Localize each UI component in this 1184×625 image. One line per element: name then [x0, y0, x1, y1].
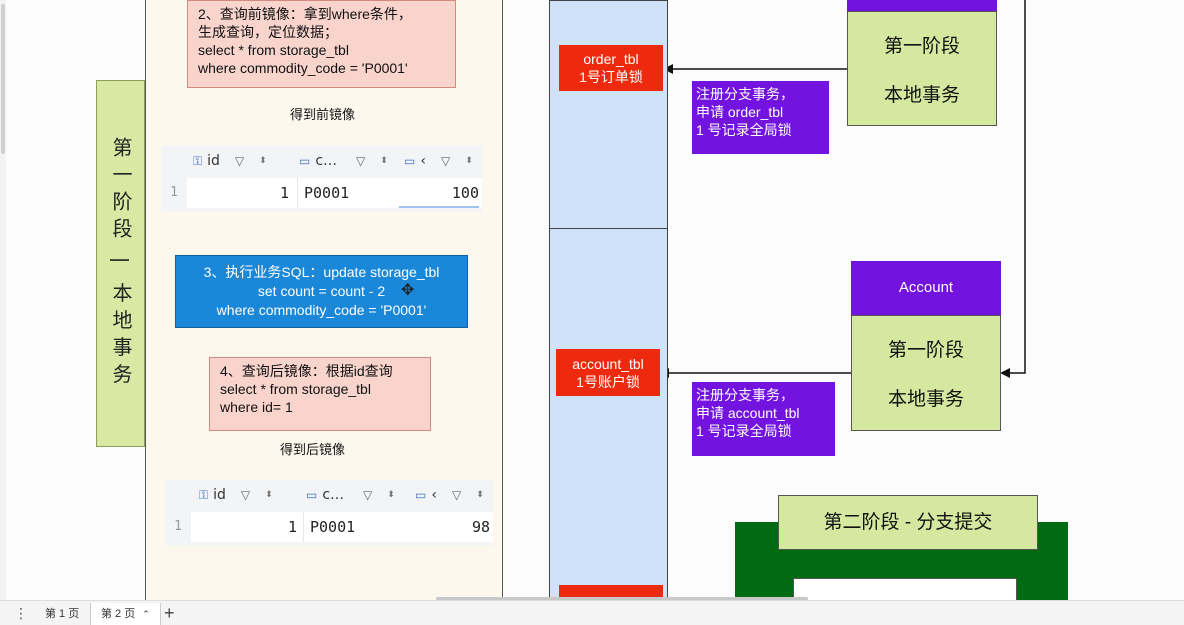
left-scrollbar[interactable]: [0, 0, 6, 600]
tab-page-1[interactable]: 第 1 页: [35, 603, 89, 625]
step4-line: 4、查询后镜像：根据id查询: [220, 363, 393, 379]
order-lock-table: order_tbl: [583, 51, 639, 67]
phase2-inner-box: [793, 578, 1017, 600]
account-register-box: 注册分支事务， 申请 account_tbl 1 号记录全局锁: [692, 382, 835, 456]
step2-line: 生成查询，定位数据；: [198, 24, 338, 40]
table-row[interactable]: 1 P0001 100: [187, 178, 482, 208]
after-image-table: ⚿ id ▽ ⬍ ▭ c… ▽ ⬍ ▭ ‹ ▽ ⬍ 1 1 P0001 98: [165, 480, 493, 546]
cell-id[interactable]: 1: [287, 518, 297, 536]
before-image-table: ⚿ id ▽ ⬍ ▭ c… ▽ ⬍ ▭ ‹ ▽ ⬍ 1 1 P0001 100: [161, 146, 482, 212]
column-header-id[interactable]: ⚿ id ▽ ⬍: [199, 487, 273, 503]
column-header-count[interactable]: ▭ ‹ ▽ ⬍: [415, 487, 484, 503]
step2-box: 2、查询前镜像：拿到where条件， 生成查询，定位数据； select * f…: [187, 0, 456, 88]
column-header-count[interactable]: ▭ ‹ ▽ ⬍: [404, 153, 473, 169]
step3-line: where commodity_code = 'P0001': [216, 302, 427, 318]
connector-order-to-account: [1000, 0, 1026, 378]
account-register-line: 注册分支事务，: [696, 387, 794, 403]
storage-lock-box-partial: [559, 585, 663, 600]
filter-icon[interactable]: ▽: [363, 488, 373, 502]
account-register-line: 申请 account_tbl: [696, 405, 800, 421]
label-after-image: 得到后镜像: [280, 442, 346, 457]
order-register-line: 申请 order_tbl: [696, 104, 784, 120]
order-service-header-partial: [847, 0, 997, 11]
account-phase1-title: 第一阶段: [887, 340, 964, 361]
row-number: 1: [174, 519, 182, 534]
cell-count[interactable]: 98: [471, 518, 490, 536]
horizontal-scrollbar-thumb[interactable]: [436, 597, 808, 601]
order-phase1-subtitle: 本地事务: [883, 84, 960, 106]
filter-icon[interactable]: ▽: [240, 488, 251, 502]
diagram-canvas: 第一阶段 | 本地事务 2、查询前镜像：拿到where条件， 生成查询，定位数据…: [0, 0, 1068, 600]
filter-icon[interactable]: ▽: [356, 154, 366, 168]
left-scrollbar-thumb[interactable]: [1, 4, 5, 154]
account-phase1-subtitle: 本地事务: [887, 389, 964, 410]
page-tab-bar: [0, 600, 1184, 625]
chevron-up-icon[interactable]: ⌃: [142, 609, 150, 619]
filter-icon[interactable]: ▽: [234, 154, 245, 168]
column-icon: ▭: [299, 154, 311, 168]
step2-line: select * from storage_tbl: [198, 42, 349, 58]
cell-count[interactable]: 100: [399, 178, 479, 208]
sort-icon[interactable]: ⬍: [465, 156, 473, 166]
more-options-icon[interactable]: ⋮: [14, 605, 28, 621]
column-header-code[interactable]: ▭ c… ▽ ⬍: [299, 153, 388, 169]
sort-icon[interactable]: ⬍: [380, 156, 388, 166]
key-column-icon: ⚿: [193, 153, 203, 168]
row-number: 1: [170, 185, 178, 200]
column-header-id[interactable]: ⚿ id ▽ ⬍: [193, 153, 267, 169]
sort-icon[interactable]: ⬍: [259, 156, 267, 166]
table-header: ⚿ id ▽ ⬍ ▭ c… ▽ ⬍ ▭ ‹ ▽ ⬍: [161, 146, 482, 178]
label-before-image: 得到前镜像: [290, 107, 356, 122]
order-lock-box: order_tbl 1号订单锁: [559, 45, 663, 91]
add-page-button[interactable]: +: [164, 603, 175, 623]
table-header: ⚿ id ▽ ⬍ ▭ c… ▽ ⬍ ▭ ‹ ▽ ⬍: [165, 480, 493, 512]
step3-box: 3、执行业务SQL：update storage_tbl set count =…: [175, 255, 468, 328]
account-lock-box: account_tbl 1号账户锁: [556, 349, 660, 396]
column-icon: ▭: [306, 488, 318, 502]
account-phase1-box: 第一阶段 本地事务: [851, 315, 1001, 431]
filter-icon[interactable]: ▽: [440, 154, 451, 168]
order-phase1-box: 第一阶段 本地事务: [847, 11, 997, 126]
filter-icon[interactable]: ▽: [451, 488, 462, 502]
tab-page-2-label: 第 2 页: [101, 608, 136, 620]
step4-box: 4、查询后镜像：根据id查询 select * from storage_tbl…: [209, 357, 431, 431]
account-register-line: 1 号记录全局锁: [696, 423, 792, 439]
order-register-line: 1 号记录全局锁: [696, 122, 792, 138]
cell-code[interactable]: P0001: [303, 512, 410, 542]
account-service-header: Account: [851, 261, 1001, 315]
phase2-title-box: 第二阶段 - 分支提交: [778, 495, 1038, 550]
tab-page-1-label: 第 1 页: [45, 608, 80, 620]
column-icon: ▭: [404, 154, 416, 168]
step2-line: 2、查询前镜像：拿到where条件，: [198, 6, 412, 22]
order-phase1-title: 第一阶段: [883, 35, 960, 57]
order-lock-name: 1号订单锁: [579, 69, 643, 85]
account-lock-table: account_tbl: [572, 355, 644, 372]
step2-line: where commodity_code = 'P0001': [198, 60, 408, 76]
cell-id[interactable]: 1: [279, 184, 289, 202]
order-lane: [549, 0, 668, 229]
order-register-box: 注册分支事务， 申请 order_tbl 1 号记录全局锁: [692, 81, 829, 154]
phase1-vertical-text: 第一阶段 | 本地事务: [109, 136, 131, 391]
tab-page-2[interactable]: 第 2 页 ⌃: [90, 603, 161, 625]
sort-icon[interactable]: ⬍: [476, 490, 484, 500]
account-lock-name: 1号账户锁: [576, 373, 640, 390]
phase1-vertical-label: 第一阶段 | 本地事务: [96, 80, 145, 447]
cell-code[interactable]: P0001: [297, 178, 404, 208]
sort-icon[interactable]: ⬍: [265, 490, 273, 500]
column-icon: ▭: [415, 488, 427, 502]
table-row[interactable]: 1 P0001 98: [191, 512, 493, 542]
sort-icon[interactable]: ⬍: [387, 490, 395, 500]
move-cursor-icon: ✥: [401, 282, 415, 299]
column-header-code[interactable]: ▭ c… ▽ ⬍: [306, 487, 395, 503]
key-column-icon: ⚿: [199, 487, 209, 502]
account-lane: [549, 228, 668, 600]
step3-line: set count = count - 2: [257, 283, 386, 299]
step4-line: select * from storage_tbl: [220, 381, 371, 397]
step4-line: where id= 1: [220, 399, 293, 415]
order-register-line: 注册分支事务，: [696, 86, 794, 102]
step3-line: 3、执行业务SQL：update storage_tbl: [203, 264, 440, 280]
